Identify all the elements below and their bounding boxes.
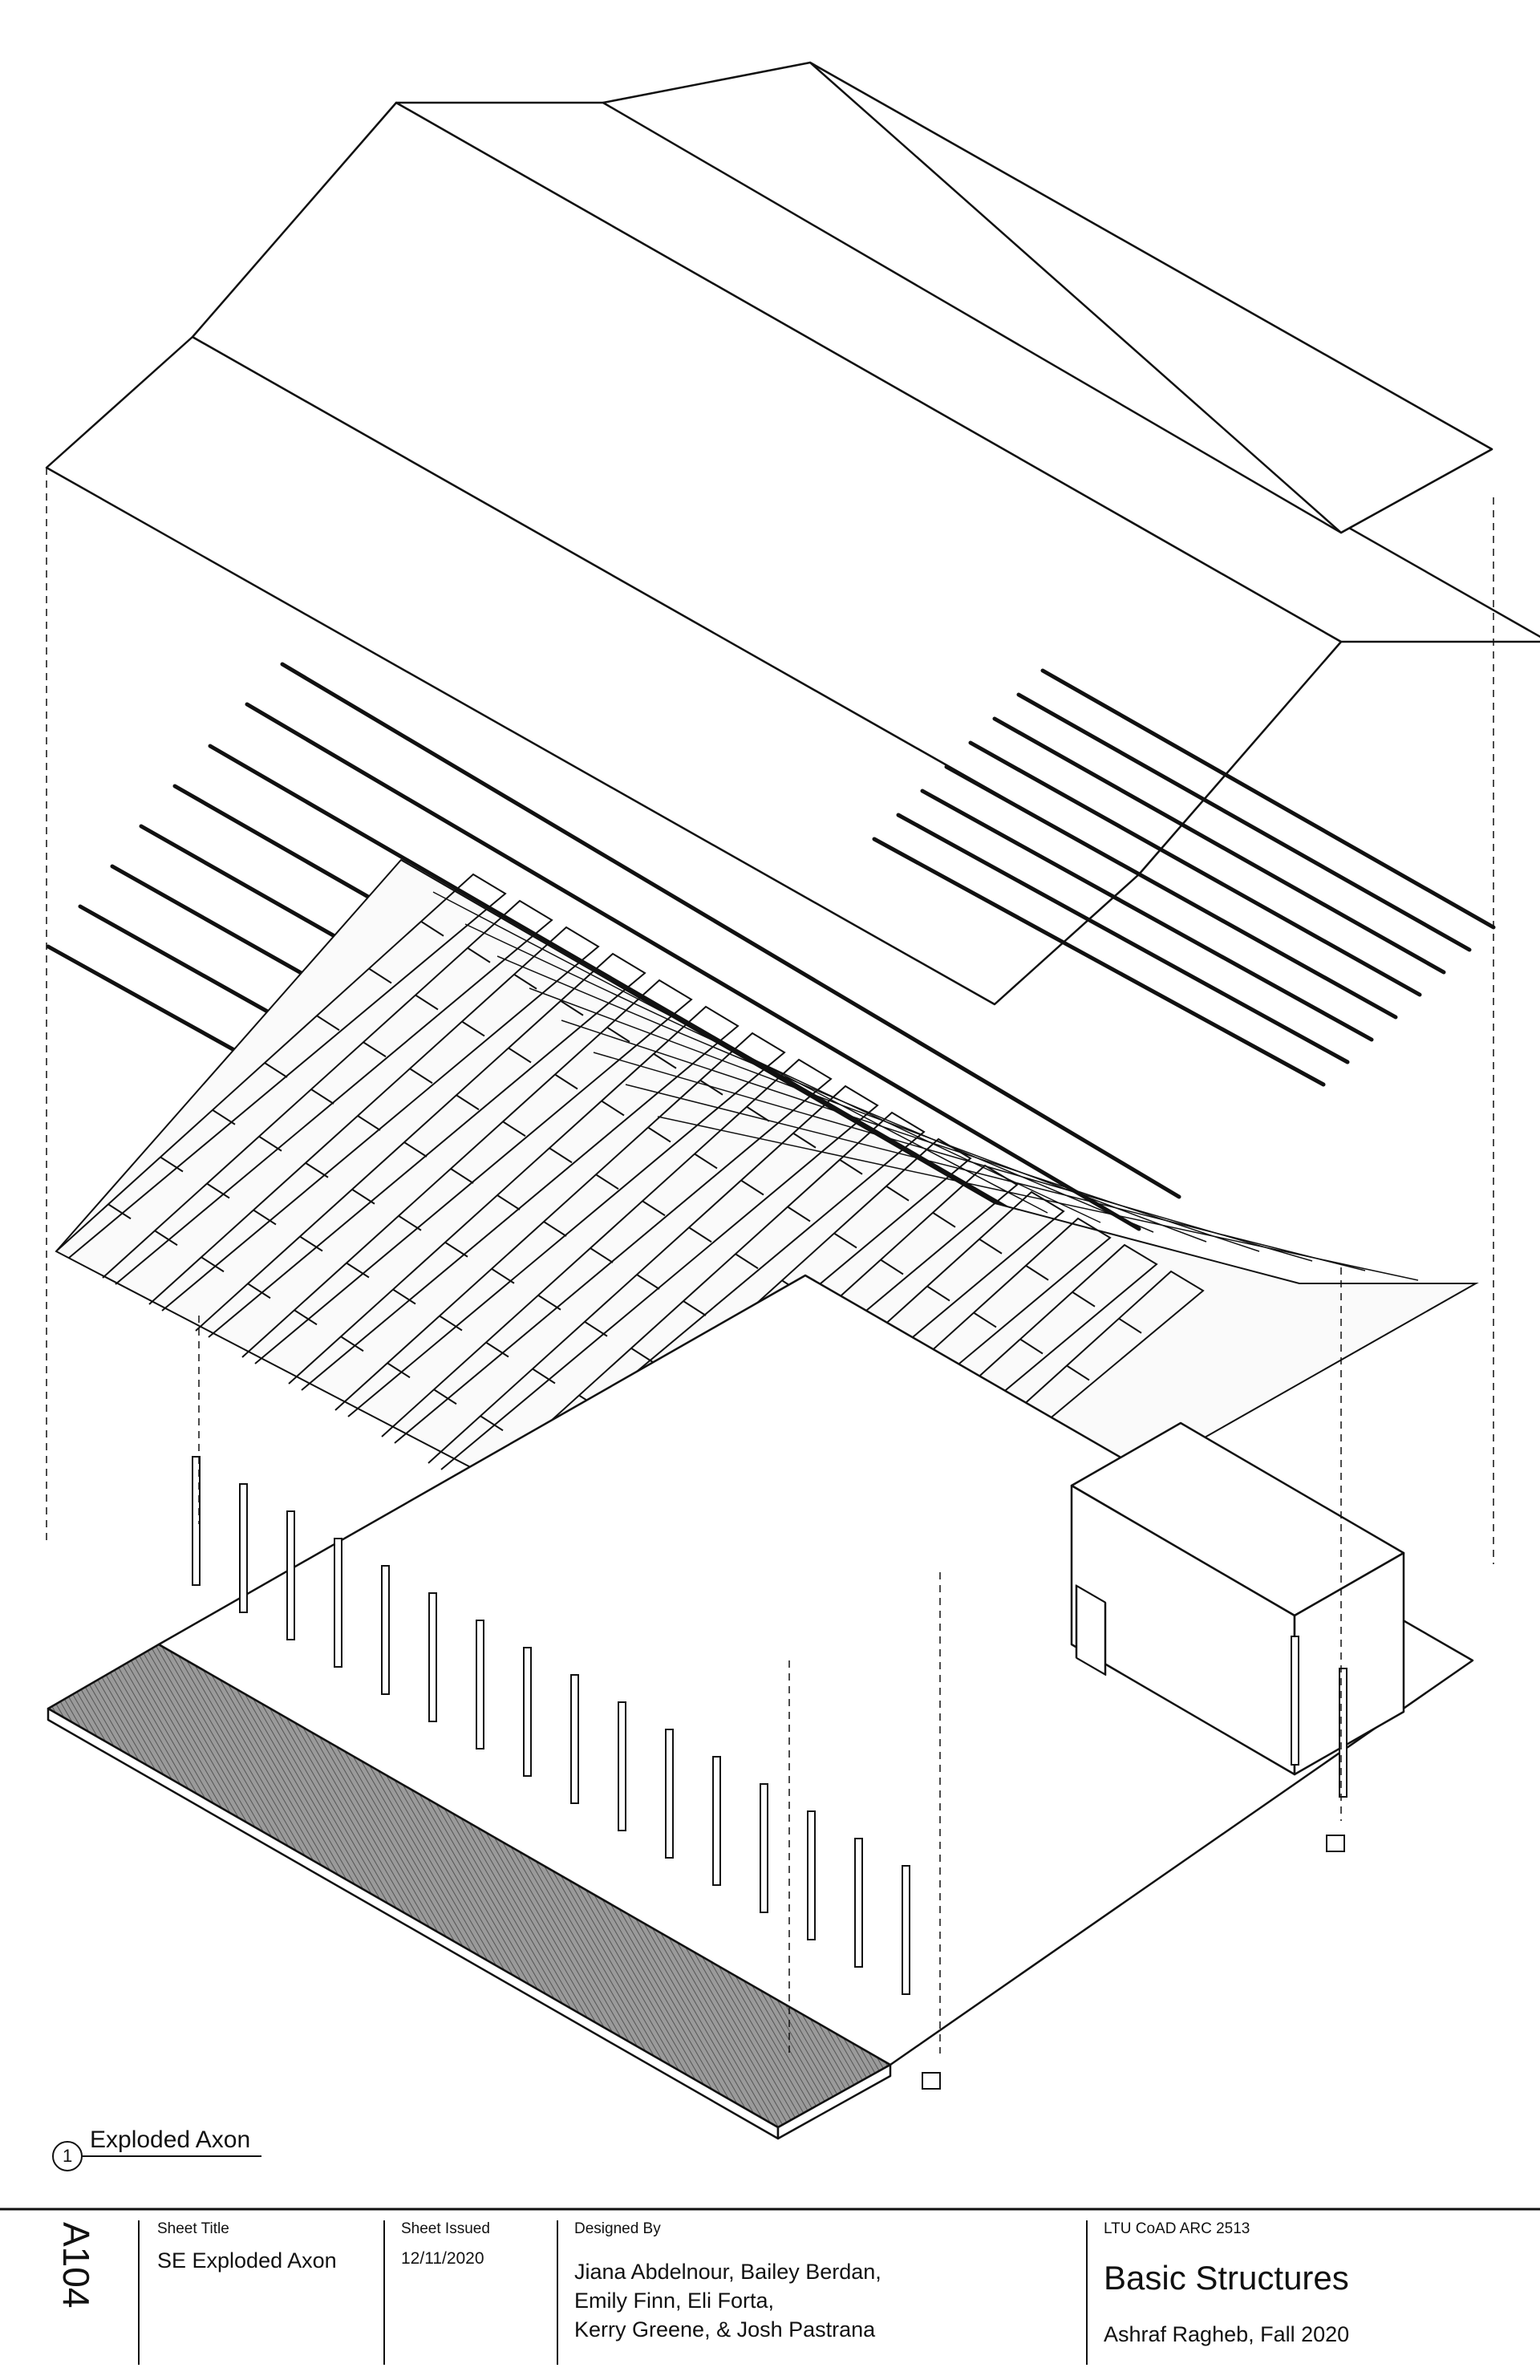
roof-layer — [45, 61, 1540, 1006]
title-block-divider-1 — [138, 2220, 140, 2365]
sheet-issued-label: Sheet Issued — [401, 2220, 490, 2237]
instructor-term: Ashraf Ragheb, Fall 2020 — [1104, 2322, 1350, 2346]
enclosed-room — [1070, 1421, 1405, 1776]
designer-line-1: Jiana Abdelnour, Bailey Berdan, — [574, 2260, 881, 2284]
alignment-lines — [46, 468, 1494, 2054]
view-number: 1 — [63, 2146, 73, 2166]
title-block-divider-2 — [383, 2220, 385, 2365]
view-title-marker — [52, 2141, 261, 2171]
designer-line-3: Kerry Greene, & Josh Pastrana — [574, 2317, 876, 2341]
sheet-number: A104 — [55, 2222, 97, 2309]
title-block-divider-4 — [1086, 2220, 1088, 2365]
footings-layer — [922, 1835, 1345, 2090]
room-door-1 — [1075, 1584, 1107, 1677]
roof-panel-center — [395, 101, 1540, 643]
course-code: LTU CoAD ARC 2513 — [1104, 2220, 1250, 2237]
sheet-issued: 12/11/2020 — [401, 2249, 484, 2268]
designer-line-2: Emily Finn, Eli Forta, — [574, 2289, 775, 2313]
columns-layer — [192, 1456, 1348, 1995]
designed-by-label: Designed By — [574, 2220, 661, 2237]
title-block-divider-3 — [557, 2220, 558, 2365]
sheet-title: SE Exploded Axon — [157, 2248, 337, 2273]
roof-panel-right-eave — [808, 61, 1493, 534]
sheet-title-label: Sheet Title — [157, 2220, 229, 2237]
view-title: Exploded Axon — [90, 2127, 251, 2153]
project-title: Basic Structures — [1104, 2259, 1349, 2297]
